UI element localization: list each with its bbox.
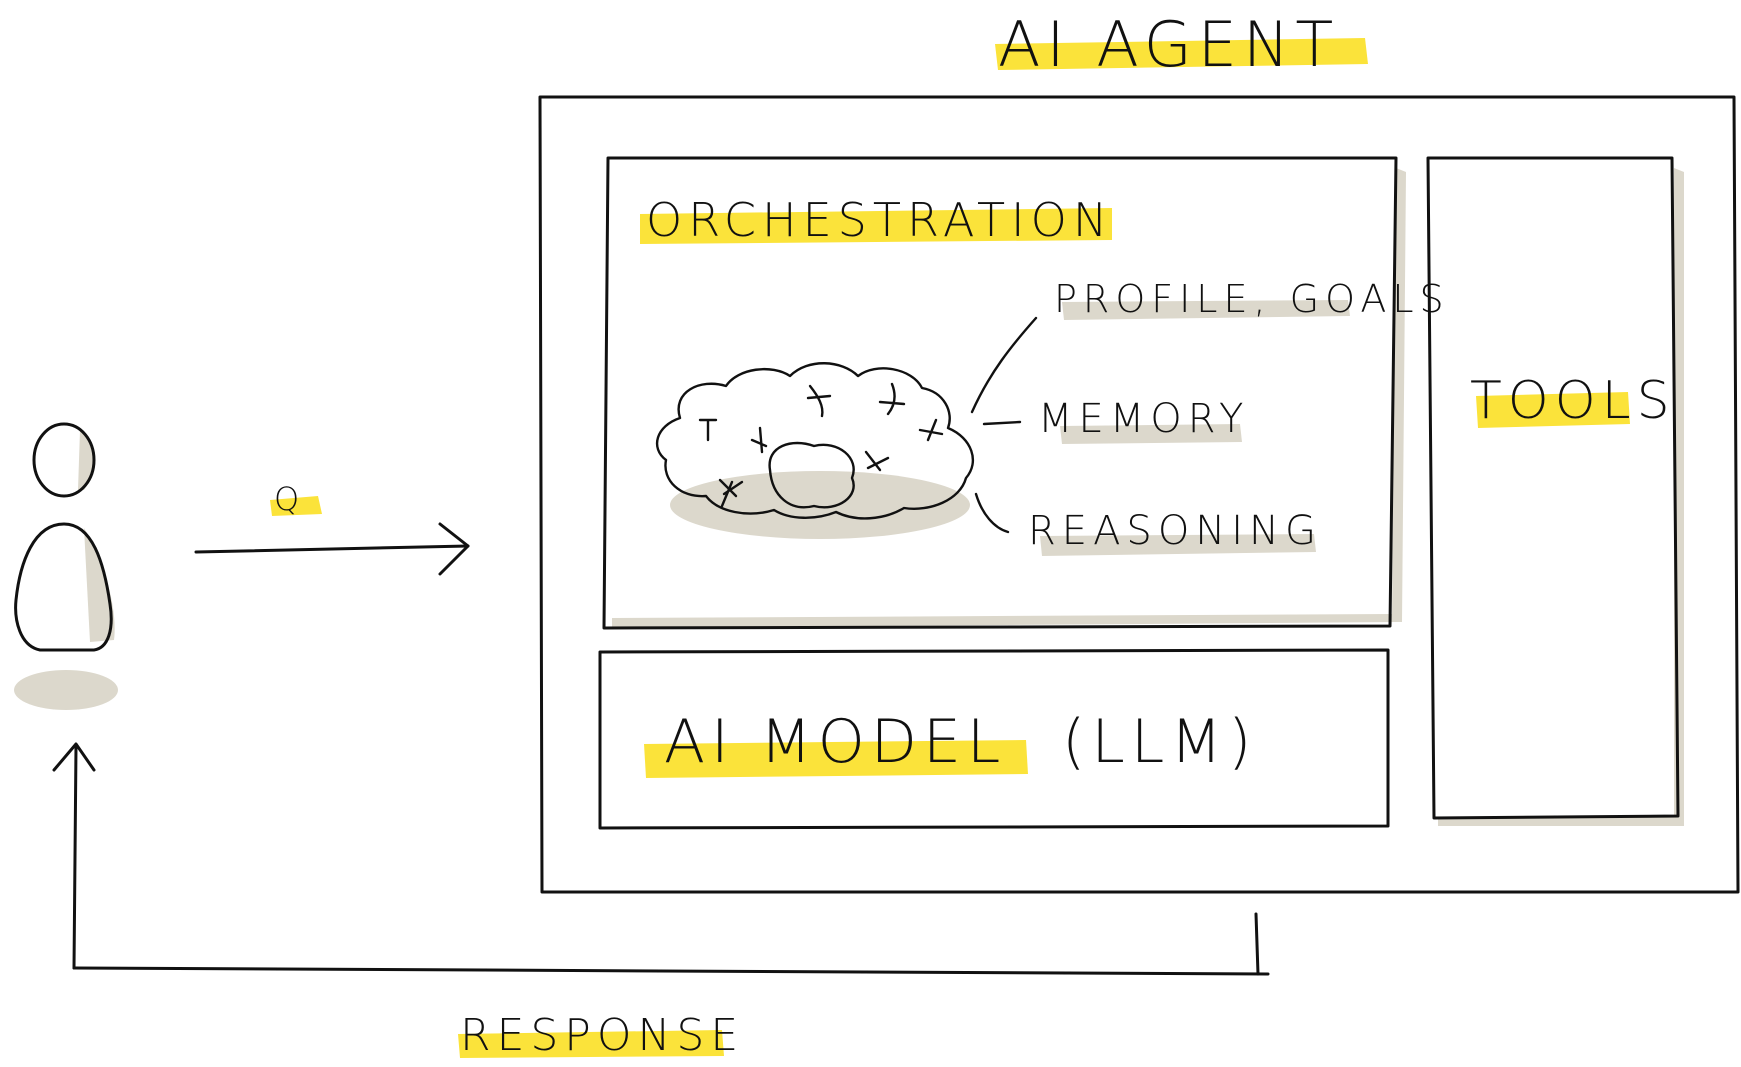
orchestration-label: ORCHESTRATION — [646, 193, 1113, 247]
branch-profile — [970, 316, 1038, 414]
ai-model-box: AI MODEL (LLM) — [598, 648, 1390, 830]
branch-memory — [982, 420, 1022, 426]
ai-model-sublabel: (LLM) — [1062, 707, 1257, 777]
orchestration-item-reasoning: REASONING — [1028, 508, 1322, 554]
tools-box: TOOLS — [1426, 156, 1684, 826]
orchestration-box: ORCHESTRATION PROFILE, GOALS MEMORY REAS… — [602, 156, 1450, 630]
query-label: Q — [274, 480, 305, 518]
agent-box — [538, 95, 1740, 894]
query-label-group: Q — [270, 480, 322, 518]
agent-title-text: AI AGENT — [998, 8, 1339, 81]
tools-label: TOOLS — [1470, 371, 1676, 431]
response-label-group: RESPONSE — [458, 1010, 744, 1061]
query-arrow — [194, 522, 470, 576]
response-arrow — [52, 742, 1270, 976]
agent-title: AI AGENT — [995, 8, 1368, 81]
ai-model-label: AI MODEL — [664, 707, 1006, 777]
orchestration-item-memory: MEMORY — [1038, 396, 1249, 442]
orchestration-item-profile: PROFILE, GOALS — [1054, 277, 1450, 321]
user-icon — [14, 422, 118, 710]
branch-reasoning — [974, 492, 1010, 534]
brain-icon — [655, 362, 975, 539]
response-label: RESPONSE — [460, 1010, 744, 1061]
